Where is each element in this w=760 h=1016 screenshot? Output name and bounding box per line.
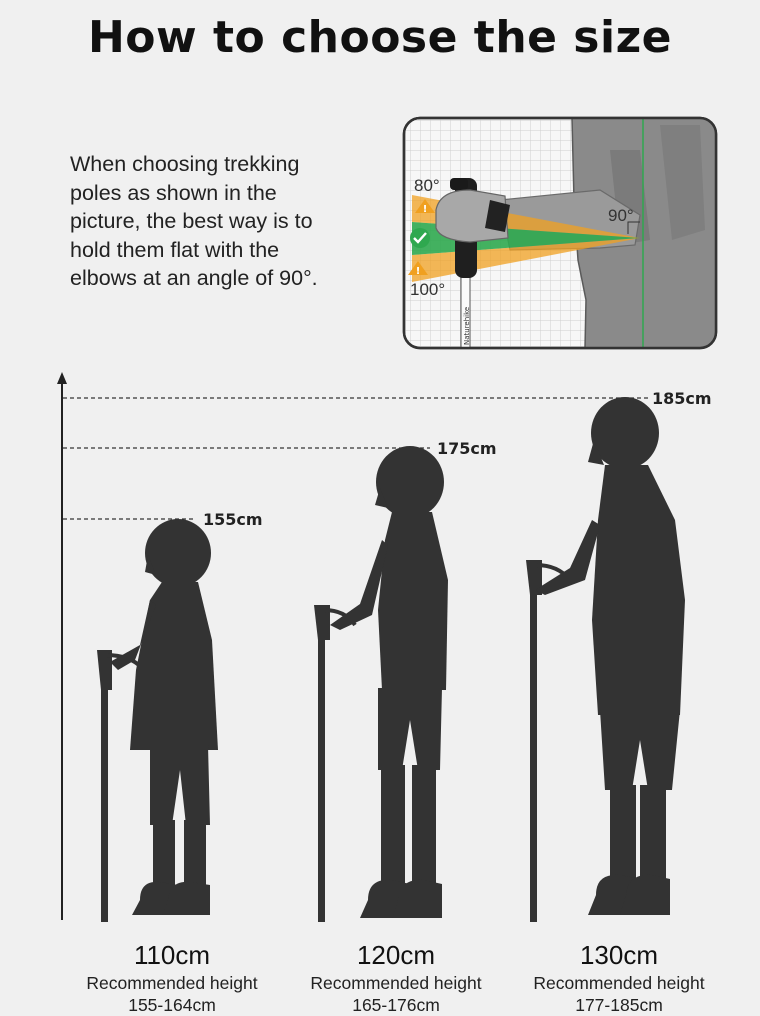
pole-brand: Naturehike [463,307,471,345]
height-range: 165-176cm [352,995,440,1015]
size-column-130: 130cm Recommended height 177-185cm [509,940,729,1016]
elbow-angle-diagram: Naturehike ! ! [402,116,718,350]
pole-length: 130cm [579,940,659,970]
check-icon [410,228,430,248]
size-column-120: 120cm Recommended height 165-176cm [286,940,506,1016]
warning-icon: ! [408,261,428,277]
instructions-text: When choosing trekking poles as shown in… [70,150,390,293]
instruction-line: picture, the best way is to [70,209,313,233]
pole-length: 120cm [356,940,436,970]
height-axis [57,372,67,920]
hiker-silhouette-medium [314,446,448,922]
angle-label-100: 100° [410,280,446,299]
instruction-line: hold them flat with the [70,237,280,262]
recommended-label: Recommended height [86,973,258,993]
height-range: 177-185cm [575,995,663,1015]
height-range: 155-164cm [128,995,216,1015]
hiker-silhouette-small [97,519,218,922]
size-column-110: 110cm Recommended height 155-164cm [62,940,282,1016]
svg-text:!: ! [416,266,421,277]
instruction-line: When choosing trekking [70,152,300,176]
height-label-175: 175cm [437,439,497,458]
angle-label-80: 80° [414,176,440,195]
warning-icon: ! [415,199,435,215]
instruction-line: poles as shown in the [70,180,277,205]
hiker-silhouette-large [526,397,685,922]
svg-text:!: ! [423,204,428,215]
instruction-line: elbows at an angle of 90°. [70,266,318,290]
recommended-label: Recommended height [533,973,705,993]
angle-label-90: 90° [608,206,634,225]
height-label-155: 155cm [203,510,263,529]
page-title: How to choose the size [87,12,673,63]
pole-length: 110cm [133,940,211,970]
height-label-185: 185cm [652,389,712,408]
recommended-label: Recommended height [310,973,482,993]
